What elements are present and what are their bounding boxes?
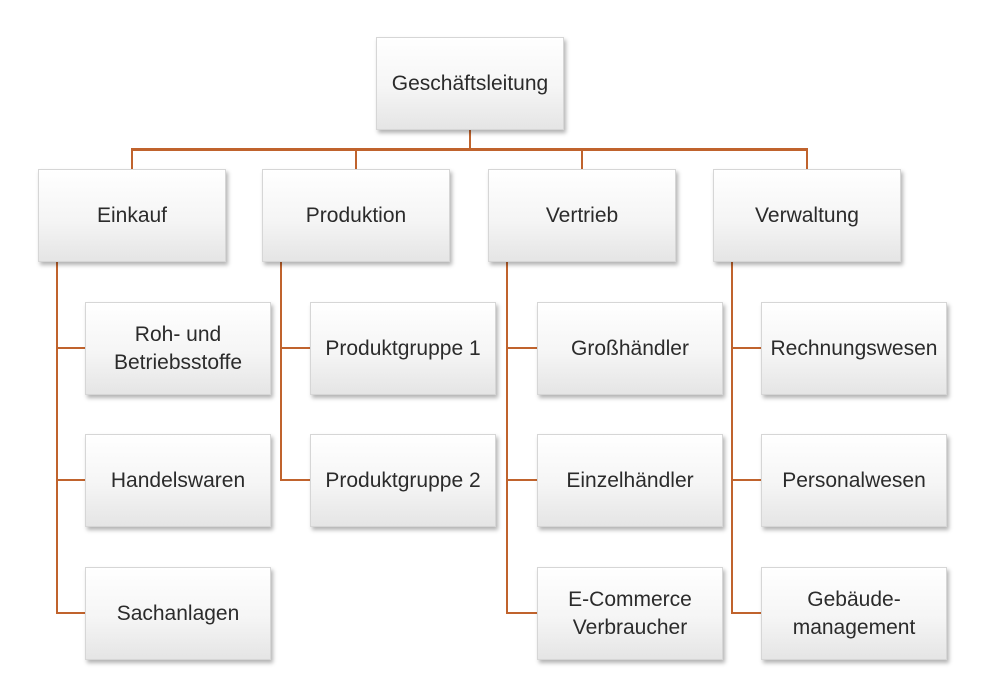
org-node-grosshaendler: Großhändler: [537, 302, 723, 395]
connector-verwaltung-hang: [731, 262, 733, 614]
connector-einkauf-hang: [56, 262, 58, 614]
connector-vertrieb-hang: [506, 262, 508, 614]
connector-produktion-child2: [280, 479, 310, 481]
org-node-handelswaren: Handelswaren: [85, 434, 271, 527]
connector-vertrieb-child1: [506, 347, 537, 349]
connector-einkauf-child2: [56, 479, 85, 481]
connector-produktion-hang: [280, 262, 282, 481]
connector-level2-bus: [131, 148, 808, 151]
org-node-gebaeudemanagement: Gebäude- management: [761, 567, 947, 660]
org-node-produktgruppe-2: Produktgruppe 2: [310, 434, 496, 527]
org-node-geschaeftsleitung: Geschäftsleitung: [376, 37, 564, 130]
connector-drop-einkauf: [131, 150, 133, 169]
connector-vertrieb-child2: [506, 479, 537, 481]
org-node-vertrieb: Vertrieb: [488, 169, 676, 262]
connector-verwaltung-child1: [731, 347, 761, 349]
org-node-personalwesen: Personalwesen: [761, 434, 947, 527]
org-node-rechnungswesen: Rechnungswesen: [761, 302, 947, 395]
org-node-roh-und-betriebsstoffe: Roh- und Betriebsstoffe: [85, 302, 271, 395]
connector-root-drop: [469, 130, 471, 149]
org-node-sachanlagen: Sachanlagen: [85, 567, 271, 660]
org-node-ecommerce-verbraucher: E-Commerce Verbraucher: [537, 567, 723, 660]
connector-einkauf-child1: [56, 347, 85, 349]
connector-produktion-child1: [280, 347, 310, 349]
org-node-produktion: Produktion: [262, 169, 450, 262]
connector-drop-produktion: [355, 150, 357, 169]
connector-verwaltung-child3: [731, 612, 761, 614]
org-node-einkauf: Einkauf: [38, 169, 226, 262]
connector-vertrieb-child3: [506, 612, 537, 614]
connector-einkauf-child3: [56, 612, 85, 614]
org-node-einzelhaendler: Einzelhändler: [537, 434, 723, 527]
connector-verwaltung-child2: [731, 479, 761, 481]
connector-drop-vertrieb: [581, 150, 583, 169]
connector-drop-verwaltung: [806, 150, 808, 169]
org-node-produktgruppe-1: Produktgruppe 1: [310, 302, 496, 395]
org-node-verwaltung: Verwaltung: [713, 169, 901, 262]
